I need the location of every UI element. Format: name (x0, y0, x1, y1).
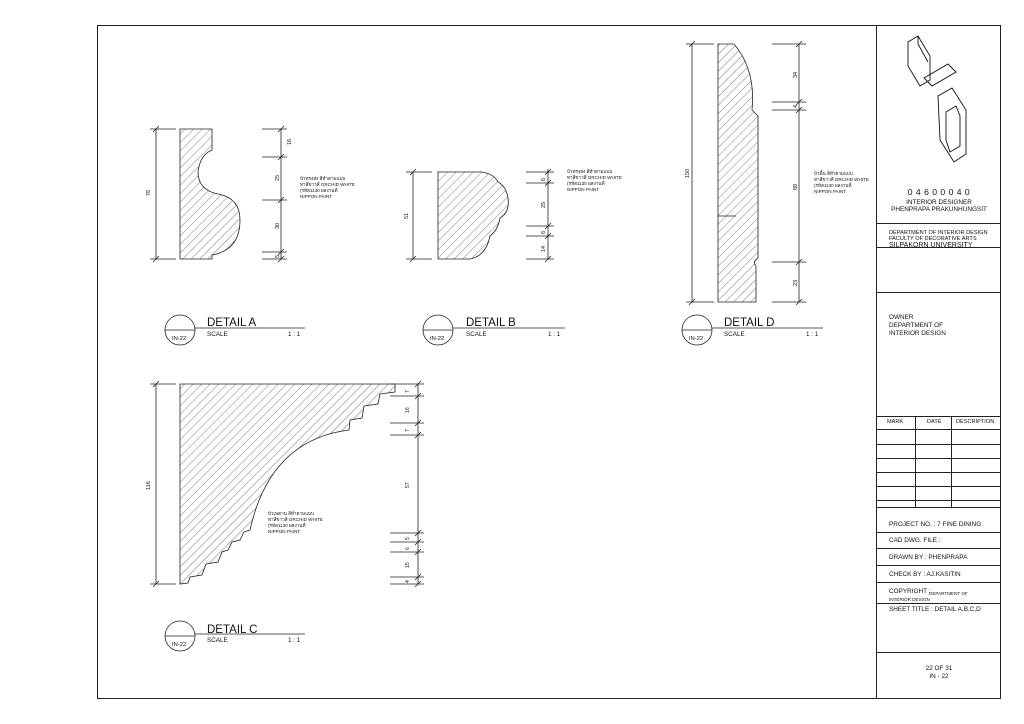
detail-c-title: DETAIL C (207, 624, 257, 636)
detail-a-dim-3: 30 (275, 223, 281, 229)
detail-d-dim-2: 4 (793, 105, 799, 108)
copyright-value-2: INTERIOR DESIGN (889, 597, 930, 602)
detail-a-profile (179, 128, 241, 260)
detail-b-dim-3: 6 (541, 231, 547, 234)
detail-b-scale: 1 : 1 (548, 331, 561, 338)
department-name: DEPARTMENT OF INTERIOR DESIGN (889, 230, 988, 236)
detail-d-callout (681, 314, 823, 346)
project-number: PROJECT NO. : 7 FINE DINING (889, 521, 982, 528)
cad-file: CAD DWG. FILE : (889, 537, 941, 544)
rev-mark-header: MARK (887, 419, 904, 425)
rev-description-header: DESCRIPTION (956, 419, 995, 425)
detail-b-dim-4: 14 (541, 246, 547, 252)
sheet-code: IN - 22 (929, 673, 949, 680)
drawing-sheet-border (97, 25, 1001, 699)
detail-b-note-1: บัวทรงส่ง สีทำตามแบบ (567, 168, 612, 174)
owner-line-1: DEPARTMENT OF (889, 322, 943, 329)
detail-b-overall-dim: 51 (404, 213, 410, 219)
owner-space (877, 293, 1001, 417)
detail-c-dim-3: 7 (405, 429, 411, 432)
detail-c-overall-dim: 116 (146, 481, 152, 490)
detail-c-dim-7: 15 (405, 562, 411, 568)
detail-c-ref: IN-22 (172, 642, 186, 648)
designer-role: INTERIOR DESIGNER (906, 199, 972, 206)
copyright-label: COPYRIGHT : (889, 588, 931, 595)
detail-b-callout (422, 314, 565, 346)
detail-b-dim-1: 6 (541, 178, 547, 181)
rev-date-header: DATE (927, 419, 942, 425)
detail-d-overall-dim: 150 (685, 169, 691, 178)
drawn-by: DRAWN BY : PHENPRAPA (889, 554, 968, 561)
detail-b-note-3: (รหัส1130 ผลงานที่ (567, 180, 604, 186)
detail-c-note-1: บัวเพดาน สีทำตามแบบ (268, 510, 314, 516)
copyright-value-1: DEPARTMENT OF (929, 591, 968, 596)
detail-c-dimensions (150, 380, 424, 588)
detail-d-dim-3: 88 (793, 184, 799, 190)
detail-c-scale-label: SCALE (207, 637, 228, 644)
detail-a-title: DETAIL A (207, 317, 257, 329)
detail-c-note-2: ทาสีขาวสี ORCHID WHITE (268, 516, 323, 522)
detail-c-dim-6: 6 (405, 547, 411, 550)
designer-cell: 0 4 6 0 0 0 4 0 INTERIOR DESIGNER PHENPR… (877, 25, 1001, 249)
detail-d-note-1: บัวพื้น สีทำตามแบบ (814, 170, 853, 176)
detail-a-note-4: NIPPON PAINT (300, 194, 332, 199)
detail-a-overall-dim: 76 (146, 190, 152, 196)
detail-c-scale: 1 : 1 (288, 637, 301, 644)
title-block: 0 4 6 0 0 0 4 0 INTERIOR DESIGNER PHENPR… (876, 25, 1001, 699)
university-name: SILPAKORN UNIVERSITY (889, 242, 973, 249)
detail-c-dim-8: 4 (405, 580, 411, 583)
faculty-name: FACULTY OF DECORATIVE ARTS (889, 236, 977, 242)
owner-label: OWNER (889, 314, 914, 321)
detail-a-dim-2: 25 (275, 175, 281, 181)
detail-a-callout (164, 314, 305, 346)
detail-c-note-3: (รหัส1130 ผลงานที่ (268, 522, 305, 528)
detail-c-dim-4: 57 (405, 482, 411, 488)
detail-b-title: DETAIL B (466, 317, 516, 329)
detail-d-scale-label: SCALE (724, 331, 745, 338)
detail-b-note-4: NIPPON PAINT (567, 187, 599, 192)
sheet-title: SHEET TITLE : DETAIL A,B,C,D (889, 606, 981, 613)
detail-d-dimensions (686, 40, 806, 306)
owner-line-2: INTERIOR DESIGN (889, 330, 946, 337)
detail-b-note-2: ทาสีขาวสี ORCHID WHITE (567, 174, 622, 180)
sheet-number: 22 OF 31 (925, 665, 953, 672)
detail-d-title: DETAIL D (724, 317, 774, 329)
designer-logo (907, 35, 967, 163)
detail-d-dim-4: 23 (793, 280, 799, 286)
detail-b-scale-label: SCALE (466, 331, 487, 338)
detail-a-dimensions (150, 125, 287, 263)
detail-a-note-2: ทาสีขาวสี ORCHID WHITE (300, 181, 355, 187)
detail-b-ref: IN-22 (430, 336, 444, 342)
detail-c-profile (179, 383, 396, 585)
detail-a-ref: IN-22 (172, 336, 186, 342)
detail-d-dim-1: 34 (793, 72, 799, 78)
owner-cell (877, 248, 1001, 293)
detail-c-note-4: NIPPON PAINT (268, 529, 300, 534)
detail-a-scale-label: SCALE (207, 331, 228, 338)
designer-name: PHENPRAPA PRAKUNHUNGSIT (891, 206, 987, 213)
detail-d-scale: 1 : 1 (806, 331, 819, 338)
student-id: 0 4 6 0 0 0 4 0 (907, 187, 971, 197)
detail-a-note-3: (รหัส1130 ผลงานที่ (300, 187, 337, 193)
check-by: CHECK BY : AJ.KASITIN (889, 571, 961, 578)
detail-a-scale: 1 : 1 (288, 331, 301, 338)
detail-c-dim-5: 5 (405, 537, 411, 540)
detail-c-dim-2: 16 (405, 407, 411, 413)
detail-c-callout (164, 620, 305, 652)
detail-b-profile (437, 171, 509, 260)
detail-c-dim-1: 7 (405, 390, 411, 393)
detail-a-note-1: บัวทรงส่ง สีทำตามแบบ (300, 175, 345, 181)
detail-d-note-4: NIPPON PAINT (814, 189, 846, 194)
detail-b-dimensions (406, 168, 554, 263)
detail-d-note-3: (รหัส1130 ผลงานที่ (814, 182, 851, 188)
detail-d-ref: IN-22 (689, 336, 703, 342)
detail-a-dim-4: 5 (275, 255, 281, 258)
detail-b-dim-2: 25 (541, 202, 547, 208)
detail-a-dim-1: 16 (287, 139, 293, 145)
detail-d-profile (717, 43, 759, 303)
detail-d-note-2: ทาสีขาวสี ORCHID WHITE (814, 176, 869, 182)
